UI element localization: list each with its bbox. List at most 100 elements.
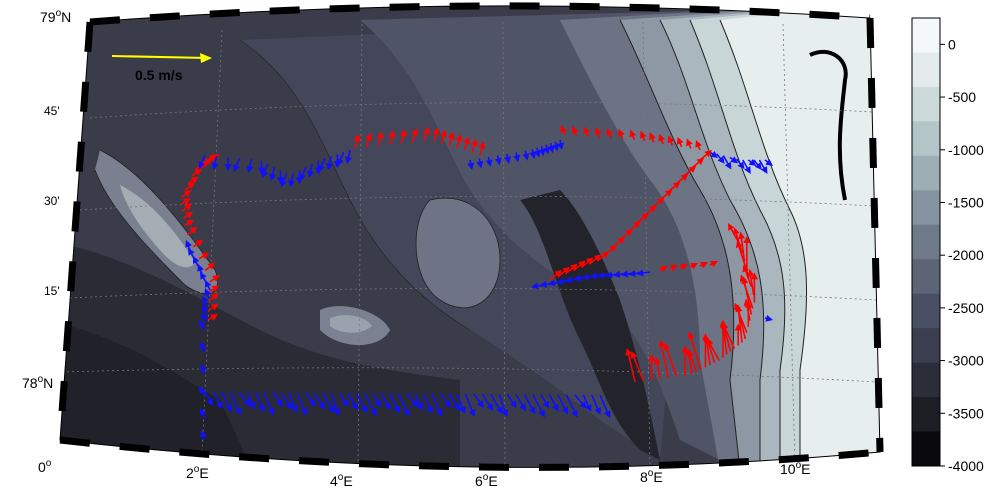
current-arrow-shaft [238, 391, 248, 403]
current-arrow-shaft [723, 326, 736, 349]
current-arrow-head [269, 173, 277, 182]
lon-label-0: 0o [38, 458, 52, 475]
current-arrow-head [743, 236, 751, 243]
current-arrow-head [416, 402, 424, 411]
current-arrow-head [730, 156, 738, 164]
current-arrow-head [224, 164, 232, 172]
current-arrow-head [754, 162, 762, 170]
current-arrow-head [328, 405, 335, 413]
current-arrow-shaft [221, 391, 231, 409]
current-arrow-head [557, 142, 565, 150]
current-arrow-head [735, 304, 743, 312]
current-arrow-head [585, 257, 594, 265]
current-arrow-shaft [627, 352, 636, 383]
current-arrow-head [211, 162, 219, 171]
lon-label-8e: 8oE [640, 468, 663, 485]
current-arrow-head [205, 280, 212, 288]
current-arrow-head [660, 266, 668, 273]
current-arrow-head [204, 288, 211, 296]
current-arrow-head [478, 141, 486, 149]
current-arrow-head [353, 134, 361, 142]
current-arrow-shaft [246, 391, 254, 406]
current-arrow-head [365, 132, 372, 141]
colorbar-tick-label: -4000 [948, 458, 984, 474]
current-arrow-head [560, 125, 567, 133]
current-arrow-head [620, 270, 629, 278]
current-arrow-head [187, 182, 195, 190]
current-arrow-head [547, 279, 556, 287]
colorbar-frame [911, 17, 941, 467]
current-arrow-head [291, 404, 298, 413]
current-arrow-head [618, 128, 625, 137]
current-arrow-head [212, 274, 220, 282]
current-arrow-shaft [590, 394, 600, 411]
current-arrow-head [288, 179, 296, 188]
current-arrow-head [267, 407, 275, 416]
current-arrow-head [307, 170, 314, 178]
current-arrow-head [700, 262, 708, 269]
current-arrow-head [571, 409, 578, 418]
current-arrow-head [688, 165, 697, 173]
colorbar-band [912, 397, 940, 433]
current-arrow-head [681, 345, 689, 353]
current-arrow-shaft [439, 393, 449, 405]
current-arrow-head [494, 157, 502, 166]
current-arrow-shaft [656, 361, 661, 379]
current-arrow-head [198, 161, 205, 169]
current-arrow-shaft [347, 392, 357, 407]
current-arrow-head [579, 401, 587, 409]
current-arrow-head [411, 127, 419, 136]
current-arrow-head [625, 348, 633, 356]
current-arrow-head [680, 264, 688, 271]
current-arrow-head [341, 399, 349, 408]
colorbar-band [912, 224, 940, 260]
current-arrow-head [243, 398, 251, 407]
current-arrow-head [658, 133, 665, 142]
colorbar-band [912, 293, 940, 329]
current-arrow-head [735, 240, 743, 249]
current-arrow-shaft [744, 269, 753, 287]
current-arrow-head [589, 272, 598, 280]
current-arrow-head [531, 282, 539, 290]
colorbar-band [912, 190, 940, 226]
current-arrow-shaft [749, 273, 755, 296]
current-arrow-head [676, 136, 684, 145]
current-arrow-shaft [271, 392, 281, 404]
current-arrow-head [629, 129, 637, 138]
current-arrow-shaft [737, 244, 750, 279]
depth-colorbar: 0-500-1000-1500-2000-2500-3000-3500-4000 [911, 17, 984, 474]
current-arrow-head [653, 356, 661, 365]
current-arrow-head [765, 314, 773, 322]
lat-label-15: 15' [44, 284, 60, 298]
current-arrow-head [318, 164, 325, 173]
current-arrow-head [617, 236, 626, 245]
current-arrow-head [444, 400, 452, 408]
current-arrow-head [573, 274, 581, 282]
current-arrow-head [687, 331, 695, 340]
colorbar-band [912, 86, 940, 122]
current-arrow-head [509, 400, 517, 409]
current-arrow-head [200, 342, 207, 350]
colorbar-band [912, 121, 940, 157]
lat-label-45: 45' [44, 104, 60, 118]
current-arrow-head [695, 140, 702, 148]
current-arrow-head [744, 300, 752, 308]
current-arrow-head [200, 430, 207, 438]
current-arrow-shaft [722, 325, 728, 355]
current-arrow-head [504, 156, 511, 164]
current-arrow-shaft [422, 393, 432, 410]
current-arrow-head [248, 401, 256, 410]
current-arrow-shaft [532, 394, 544, 414]
current-arrow-head [633, 221, 641, 229]
current-arrow-head [686, 138, 693, 147]
current-arrow-head [326, 162, 333, 171]
scale-label: 0.5 m/s [135, 67, 183, 83]
current-arrow-shaft [687, 352, 693, 375]
current-arrow-head [467, 162, 475, 170]
colorbar-tick-label: -3500 [948, 405, 984, 421]
current-arrow-head [207, 262, 216, 270]
current-arrow-head [308, 399, 316, 407]
current-arrow-head [333, 408, 341, 416]
lat-label-78n: 78oN [22, 374, 53, 391]
lon-label-6e: 6oE [475, 472, 498, 487]
